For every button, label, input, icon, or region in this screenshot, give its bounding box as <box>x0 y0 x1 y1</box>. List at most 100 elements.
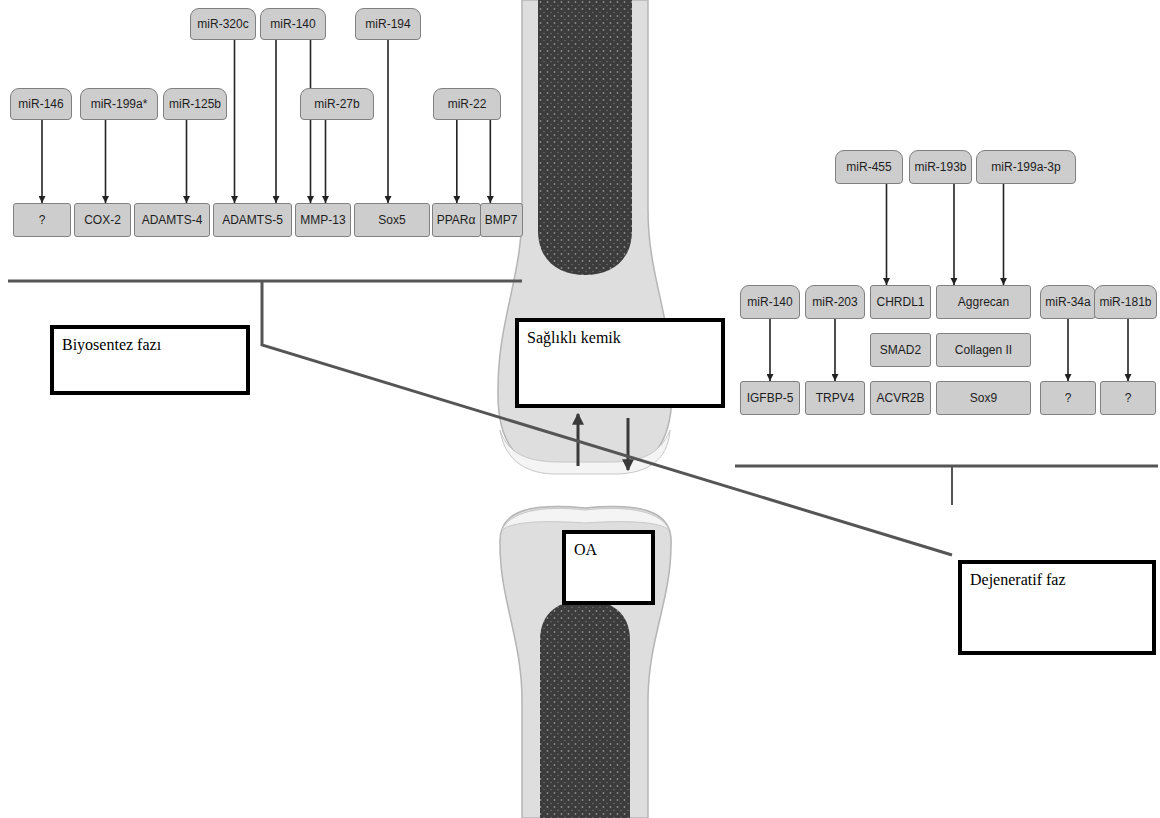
inhibition-arrow <box>953 184 955 285</box>
target-box: IGFBP-5 <box>740 381 800 415</box>
lower-cartilage <box>502 508 669 530</box>
node-text: ? <box>39 213 46 227</box>
mirna-box: miR-320c <box>190 8 256 40</box>
target-box: ? <box>1100 381 1156 415</box>
node-text: OA <box>574 540 597 559</box>
node-text: Sox5 <box>378 213 405 227</box>
left-group-bar <box>8 280 522 283</box>
node-text: miR-140 <box>747 295 792 309</box>
node-text: miR-125b <box>169 97 221 111</box>
node-text: miR-27b <box>314 97 359 111</box>
inhibition-arrow <box>234 40 236 203</box>
phase-label-box: Biyosentez fazı <box>50 325 250 395</box>
mirna-box: miR-22 <box>433 88 501 120</box>
node-text: miR-193b <box>914 160 966 174</box>
inhibition-arrow <box>834 319 836 381</box>
mirna-box: miR-27b <box>300 88 374 120</box>
inhibition-arrow <box>41 120 43 203</box>
node-text: Biyosentez fazı <box>62 335 161 354</box>
node-text: miR-140 <box>270 17 315 31</box>
node-text: miR-194 <box>365 17 410 31</box>
node-text: Aggrecan <box>958 295 1009 309</box>
node-text: miR-181b <box>1099 295 1151 309</box>
target-box: ADAMTS-4 <box>134 203 210 237</box>
node-text: miR-203 <box>812 295 857 309</box>
phase-label-box: Sağlıklı kemik <box>515 318 725 408</box>
inhibition-arrow <box>387 40 389 203</box>
node-text: TRPV4 <box>816 391 855 405</box>
inhibition-arrow <box>1127 319 1129 381</box>
target-box: Sox9 <box>936 381 1031 415</box>
right-group-tick <box>951 467 953 505</box>
inhibition-arrow <box>325 120 327 203</box>
mirna-box: miR-140 <box>260 8 326 40</box>
node-text: miR-22 <box>448 97 487 111</box>
upper-cartilage <box>500 430 670 474</box>
mirna-box: miR-199a-3p <box>976 150 1076 184</box>
node-text: miR-199a-3p <box>991 160 1060 174</box>
node-text: IGFBP-5 <box>747 391 794 405</box>
mirna-box: miR-193b <box>909 150 972 184</box>
inhibition-arrow <box>1067 319 1069 381</box>
node-text: PPARα <box>437 213 476 227</box>
node-text: miR-199a* <box>91 97 148 111</box>
node-text: CHRDL1 <box>876 295 924 309</box>
right-group-bar <box>735 465 1158 468</box>
target-box: ? <box>1040 381 1096 415</box>
mirna-box: miR-194 <box>355 8 421 40</box>
target-box: COX-2 <box>74 203 131 237</box>
node-text: Sağlıklı kemik <box>527 328 621 347</box>
node-text: MMP-13 <box>300 213 345 227</box>
mirna-box: miR-125b <box>163 88 227 120</box>
target-box: ADAMTS-5 <box>213 203 292 237</box>
target-box: Aggrecan <box>936 285 1031 319</box>
inhibition-arrow <box>456 120 458 203</box>
mirna-box: miR-199a* <box>80 88 158 120</box>
node-text: Dejeneratif faz <box>970 570 1065 589</box>
target-box: CHRDL1 <box>870 285 931 319</box>
target-box: ACVR2B <box>870 381 931 415</box>
inhibition-arrow <box>105 120 107 203</box>
node-text: ? <box>1065 391 1072 405</box>
mirna-box: miR-181b <box>1094 285 1157 319</box>
target-box: SMAD2 <box>870 333 931 367</box>
node-text: ? <box>1125 391 1132 405</box>
node-text: Sox9 <box>970 391 997 405</box>
target-box: Collagen II <box>936 333 1031 367</box>
inhibition-arrow <box>1003 184 1005 285</box>
phase-leader-line <box>262 282 952 555</box>
inhibition-arrow <box>186 120 188 203</box>
node-text: miR-320c <box>197 17 248 31</box>
node-text: ADAMTS-5 <box>222 213 283 227</box>
target-box: PPARα <box>432 203 481 237</box>
node-text: ADAMTS-4 <box>142 213 203 227</box>
inhibition-arrow <box>490 120 492 203</box>
inhibition-arrow <box>886 184 888 285</box>
target-box: MMP-13 <box>295 203 351 237</box>
node-text: COX-2 <box>84 213 121 227</box>
lower-bone <box>500 507 671 818</box>
node-text: SMAD2 <box>880 343 921 357</box>
node-text: miR-455 <box>846 160 891 174</box>
node-text: ACVR2B <box>876 391 924 405</box>
node-text: miR-146 <box>18 97 63 111</box>
mirna-box: miR-455 <box>835 150 903 184</box>
phase-label-box: Dejeneratif faz <box>958 560 1156 655</box>
mirna-box: miR-34a <box>1040 285 1096 319</box>
target-box: TRPV4 <box>805 381 865 415</box>
target-box: ? <box>13 203 71 237</box>
mirna-box: miR-146 <box>10 88 72 120</box>
inhibition-arrow <box>769 319 771 381</box>
phase-label-box: OA <box>562 530 655 605</box>
node-text: BMP7 <box>485 213 518 227</box>
target-box: BMP7 <box>480 203 523 237</box>
down-arrow <box>627 418 630 470</box>
mirna-box: miR-203 <box>805 285 865 319</box>
node-text: Collagen II <box>955 343 1012 357</box>
inhibition-arrow <box>275 40 277 203</box>
target-box: Sox5 <box>354 203 430 237</box>
mirna-box: miR-140 <box>740 285 800 319</box>
upper-marrow <box>538 0 632 275</box>
lower-marrow <box>540 600 630 818</box>
